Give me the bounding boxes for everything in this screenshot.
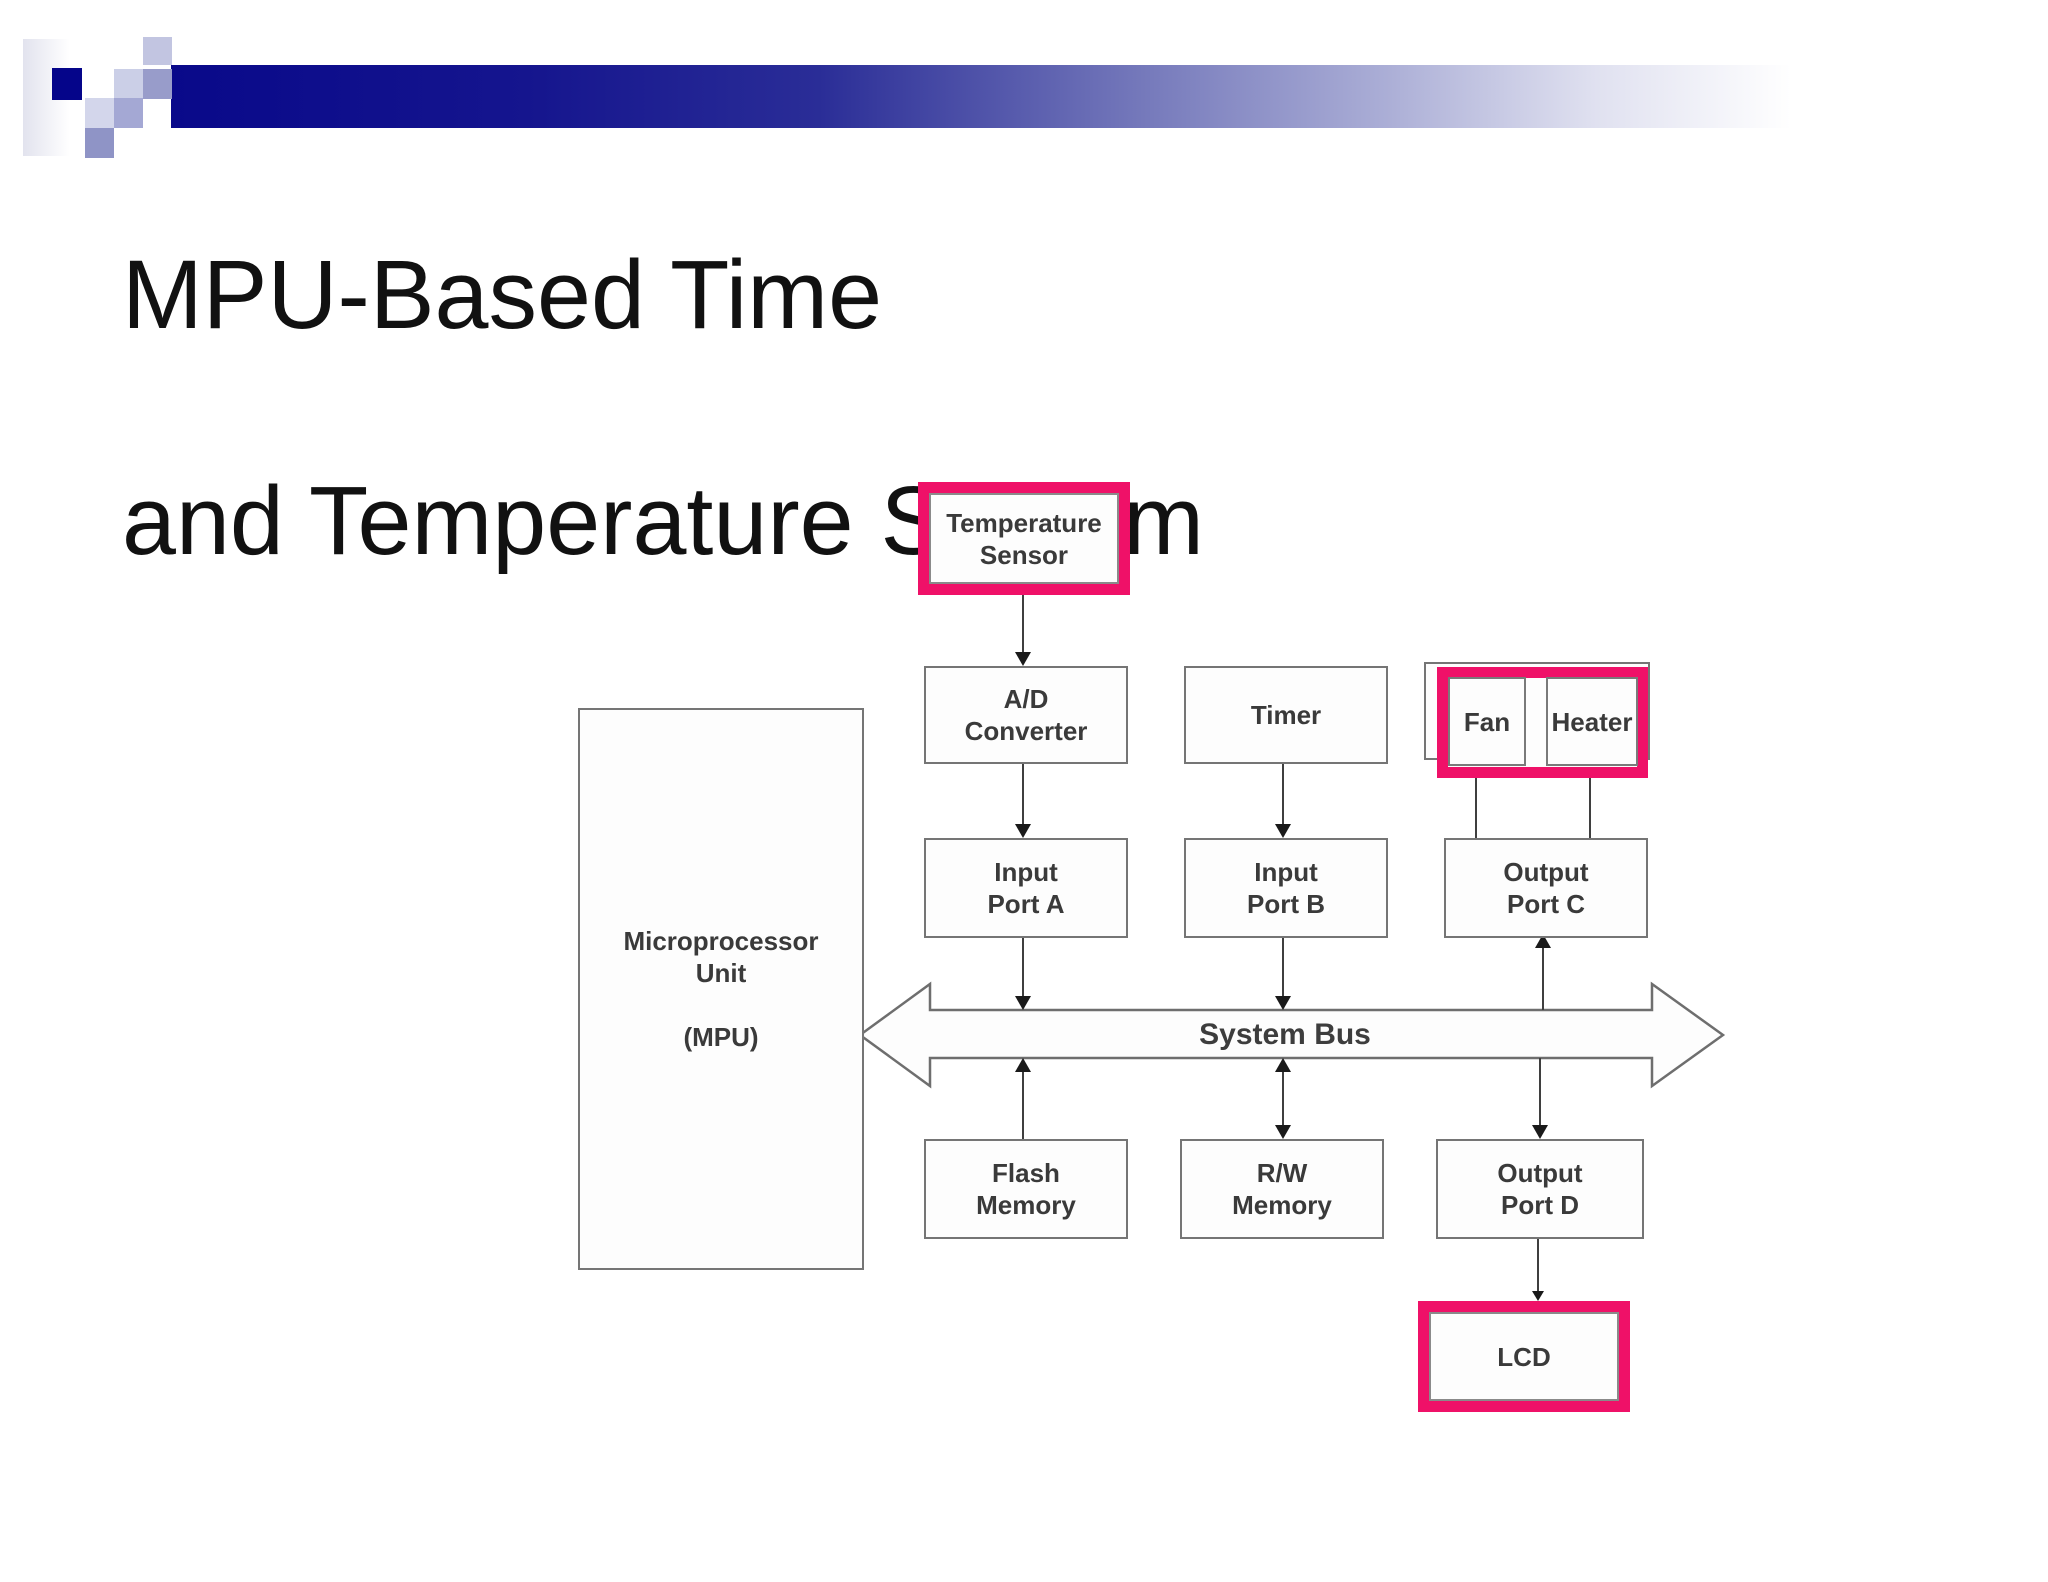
node-fan: Fan xyxy=(1448,677,1526,766)
decorative-square xyxy=(143,37,172,65)
node-rw-memory: R/W Memory xyxy=(1180,1139,1384,1239)
connector-adc-to-porta xyxy=(1022,760,1024,825)
decorative-square xyxy=(52,68,82,100)
node-input-port-a: Input Port A xyxy=(924,838,1128,938)
timer-label: Timer xyxy=(1250,700,1322,730)
connector-bus-to-portd xyxy=(1539,1058,1541,1125)
node-mpu: Microprocessor Unit (MPU) xyxy=(578,708,864,1270)
lcd-label: LCD xyxy=(1497,1341,1551,1372)
arrowhead-down xyxy=(1015,824,1031,838)
input-port-a-label: Input Port A xyxy=(987,857,1065,919)
connector-sensor-to-adc xyxy=(1022,595,1024,653)
decorative-square xyxy=(143,69,172,99)
connector-flash-to-bus xyxy=(1022,1072,1024,1139)
header-gradient-bar xyxy=(171,65,1791,128)
node-flash-memory: Flash Memory xyxy=(924,1139,1128,1239)
output-port-d-label: Output Port D xyxy=(1497,1158,1583,1220)
connector-portd-to-lcd xyxy=(1537,1235,1539,1291)
node-temperature-sensor: Temperature Sensor xyxy=(918,482,1130,595)
decorative-square xyxy=(85,98,114,128)
connector-bus-to-portc xyxy=(1542,948,1544,1010)
node-output-port-d: Output Port D xyxy=(1436,1139,1644,1239)
connector-portb-to-bus xyxy=(1282,934,1284,998)
output-port-c-label: Output Port C xyxy=(1503,857,1589,919)
heater-label: Heater xyxy=(1551,706,1633,737)
connector-rw-to-bus xyxy=(1282,1072,1284,1125)
connector-porta-to-bus xyxy=(1022,934,1024,998)
arrowhead-down xyxy=(1532,1291,1544,1301)
arrowhead-up xyxy=(1015,1058,1031,1072)
node-timer: Timer xyxy=(1184,666,1388,764)
arrowhead-up xyxy=(1275,1058,1291,1072)
decorative-square xyxy=(114,98,143,128)
connector-heater-to-portc xyxy=(1589,778,1591,838)
arrowhead-down xyxy=(1275,824,1291,838)
node-lcd: LCD xyxy=(1418,1301,1630,1412)
system-bus-label: System Bus xyxy=(1199,1018,1371,1051)
node-heater: Heater xyxy=(1546,677,1638,766)
decorative-square xyxy=(114,69,143,99)
arrowhead-down xyxy=(1015,996,1031,1010)
arrowhead-down xyxy=(1275,1125,1291,1139)
node-output-port-c: Output Port C xyxy=(1444,838,1648,938)
node-ad-converter: A/D Converter xyxy=(924,666,1128,764)
temperature-sensor-label: Temperature Sensor xyxy=(946,507,1102,570)
slide-title-line1: MPU-Based Time xyxy=(122,240,883,349)
arrowhead-down xyxy=(1015,652,1031,666)
flash-memory-label: Flash Memory xyxy=(976,1158,1076,1220)
node-input-port-b: Input Port B xyxy=(1184,838,1388,938)
rw-memory-label: R/W Memory xyxy=(1232,1158,1332,1220)
system-bus-arrow xyxy=(857,981,1726,1089)
ad-converter-label: A/D Converter xyxy=(964,684,1088,746)
temperature-sensor-box: Temperature Sensor xyxy=(929,493,1119,584)
input-port-b-label: Input Port B xyxy=(1247,857,1325,919)
connector-timer-to-portb xyxy=(1282,760,1284,825)
fan-label: Fan xyxy=(1463,706,1511,737)
mpu-label: Microprocessor Unit (MPU) xyxy=(623,926,819,1052)
connector-fan-to-portc xyxy=(1475,778,1477,838)
arrowhead-down xyxy=(1532,1125,1548,1139)
lcd-box: LCD xyxy=(1429,1312,1619,1401)
decorative-square xyxy=(85,128,114,158)
arrowhead-down xyxy=(1275,996,1291,1010)
